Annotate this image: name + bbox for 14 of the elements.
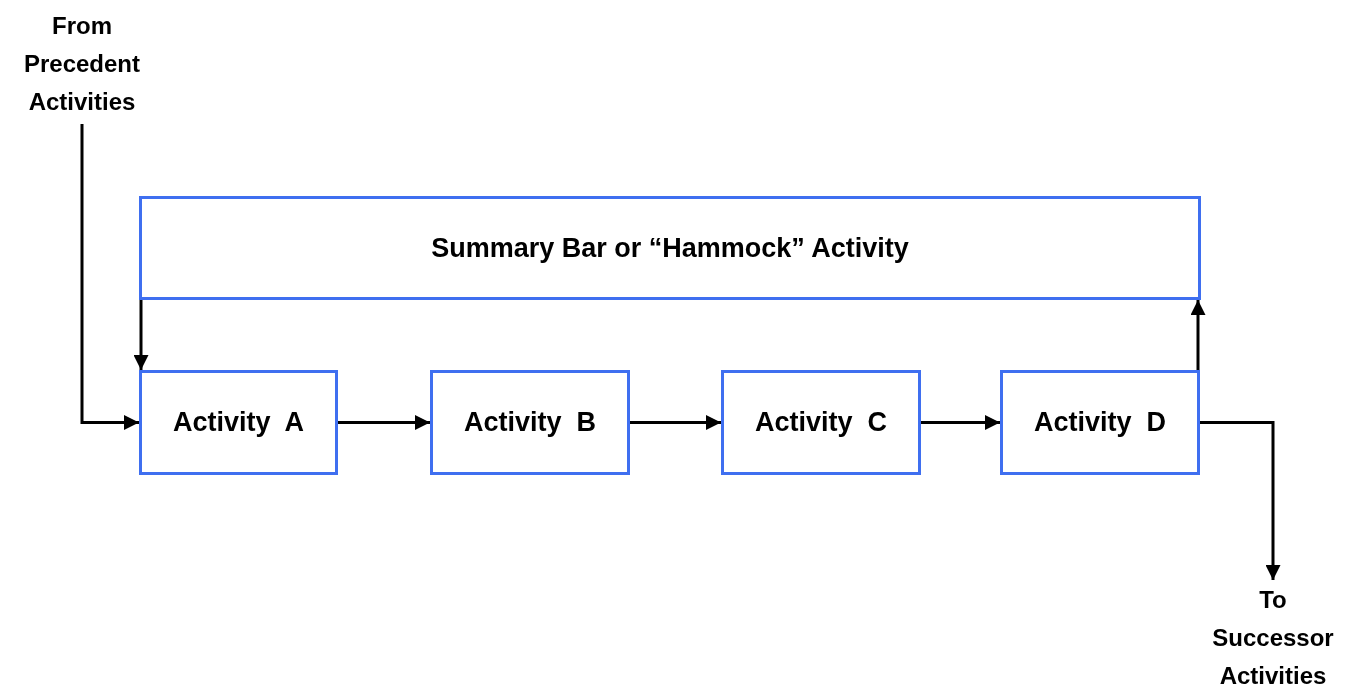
activity-box: Activity C xyxy=(721,370,921,475)
endpoint-label: To Successor Activities xyxy=(1198,580,1348,696)
activity-box: Activity A xyxy=(139,370,338,475)
activity-box: Activity D xyxy=(1000,370,1200,475)
arrow xyxy=(133,300,149,370)
arrow xyxy=(630,415,721,430)
arrow xyxy=(921,415,1000,430)
activity-box: Activity B xyxy=(430,370,630,475)
arrow xyxy=(80,124,139,430)
arrow xyxy=(338,415,430,430)
activity-box: Summary Bar or “Hammock” Activity xyxy=(139,196,1201,300)
arrow xyxy=(1200,421,1281,580)
arrow xyxy=(1190,300,1206,370)
endpoint-label: From Precedent Activities xyxy=(7,4,157,124)
